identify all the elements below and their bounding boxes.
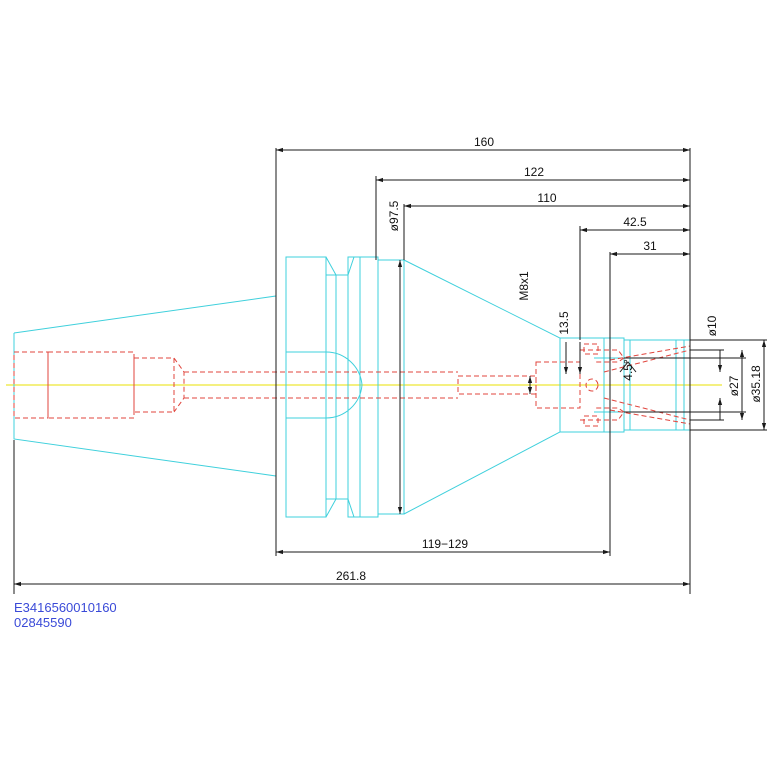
dim-setting-range: 119−129 (422, 537, 468, 551)
dim-bore-depth: 13.5 (557, 311, 571, 335)
dim-flange-diameter: ø97.5 (387, 200, 401, 231)
holder-outline (13, 256, 691, 518)
order-number: 02845590 (14, 615, 72, 630)
dim-flange-to-nose: 122 (524, 165, 544, 179)
dim-clamp-diameter: ø10 (705, 315, 719, 336)
dim-thread: M8x1 (517, 271, 531, 301)
part-number: E3416560010160 (14, 600, 117, 615)
dimension-lines (13, 147, 767, 594)
dim-overall-length: 261.8 (336, 569, 366, 583)
dim-gauge-to-nose: 160 (474, 135, 494, 149)
hidden-features (13, 343, 691, 427)
dim-nut-diameter: ø27 (727, 375, 741, 396)
dim-nose-diameter: ø35.18 (749, 365, 763, 403)
dim-nose-length: 31 (643, 239, 657, 253)
dim-cone-to-nose: 110 (537, 191, 556, 205)
part-codes: E3416560010160 02845590 (14, 600, 117, 630)
dim-nut-length: 42.5 (623, 215, 647, 229)
dim-taper-angle: 4.5° (621, 359, 635, 381)
